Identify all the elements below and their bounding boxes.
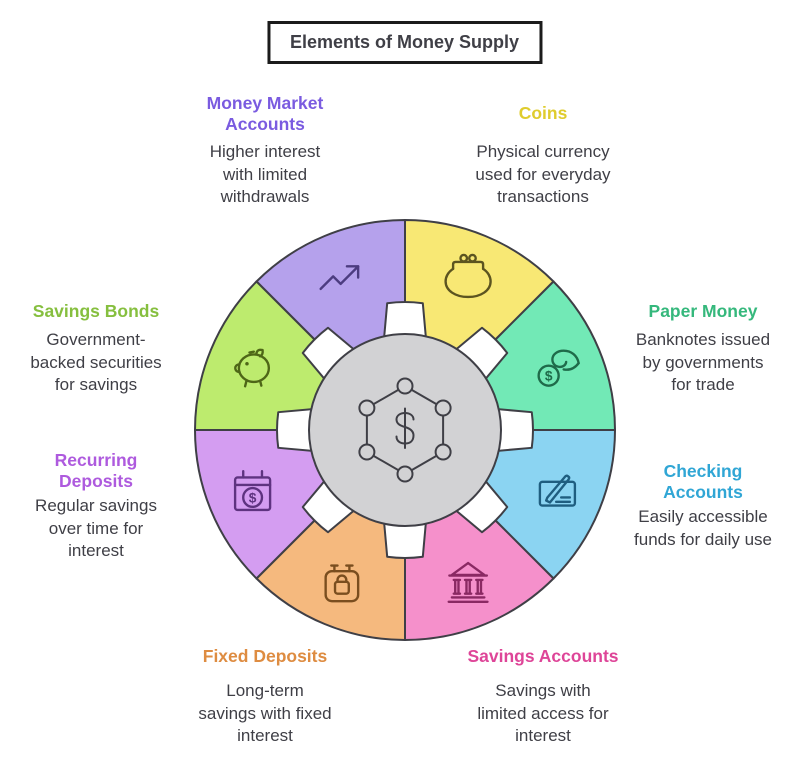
piggy-bank-icon [234,348,271,388]
segment-title: Savings Accounts [467,646,619,666]
label-savings-bonds: Savings Bonds Government- backed securit… [6,301,186,397]
dollar-network-icon [358,377,452,483]
label-paper-money: Paper Money Banknotes issued by governme… [611,301,795,397]
coin-purse-icon [444,253,492,299]
segment-title: Savings Bonds [32,301,160,321]
label-heading-wrap: Money Market Accounts [175,90,355,137]
segment-title: Checking Accounts [663,461,743,502]
svg-text:$: $ [249,490,257,505]
label-money-market-accounts: Money Market Accounts Higher interest wi… [175,90,355,209]
svg-text:$: $ [545,369,553,384]
segment-description: Savings with limited access for interest [477,681,609,745]
bank-icon [447,561,489,603]
segment-description: Easily accessible funds for daily use [634,507,772,549]
segment-title: Recurring Deposits [54,450,138,491]
label-fixed-deposits: Fixed Deposits Long-term savings with fi… [172,646,358,748]
calendar-dollar-icon: $ [233,470,272,512]
label-recurring-deposits: Recurring Deposits Regular savings over … [6,450,186,563]
segment-description: Banknotes issued by governments for trad… [635,330,771,394]
trend-up-icon [319,265,360,291]
segment-money-market-accounts [255,219,406,354]
segment-title: Paper Money [648,301,758,321]
segment-paper-money [481,280,616,431]
cheque-pen-icon [538,474,577,507]
segment-description: Regular savings over time for interest [35,496,157,560]
segment-fixed-deposits [255,506,406,641]
label-savings-accounts: Savings Accounts Savings with limited ac… [450,646,636,748]
label-checking-accounts: Checking Accounts Easily accessible fund… [611,461,795,551]
segment-coins [404,219,555,354]
page-title: Elements of Money Supply [266,21,543,64]
segment-description: Physical currency used for everyday tran… [475,142,611,206]
segment-description: Government- backed securities for saving… [30,330,162,394]
segment-checking-accounts [481,429,616,580]
segment-description: Higher interest with limited withdrawals [209,142,321,206]
safe-lock-icon [324,564,360,603]
segment-title: Fixed Deposits [202,646,328,666]
segment-recurring-deposits [194,429,329,580]
segment-title: Coins [518,103,568,123]
hand-coin-icon: $ [537,349,580,387]
segment-description: Long-term savings with fixed interest [198,681,332,745]
segment-title: Money Market Accounts [206,92,324,134]
label-heading-wrap: Coins [453,90,633,137]
label-coins: Coins Physical currency used for everyda… [453,90,633,209]
